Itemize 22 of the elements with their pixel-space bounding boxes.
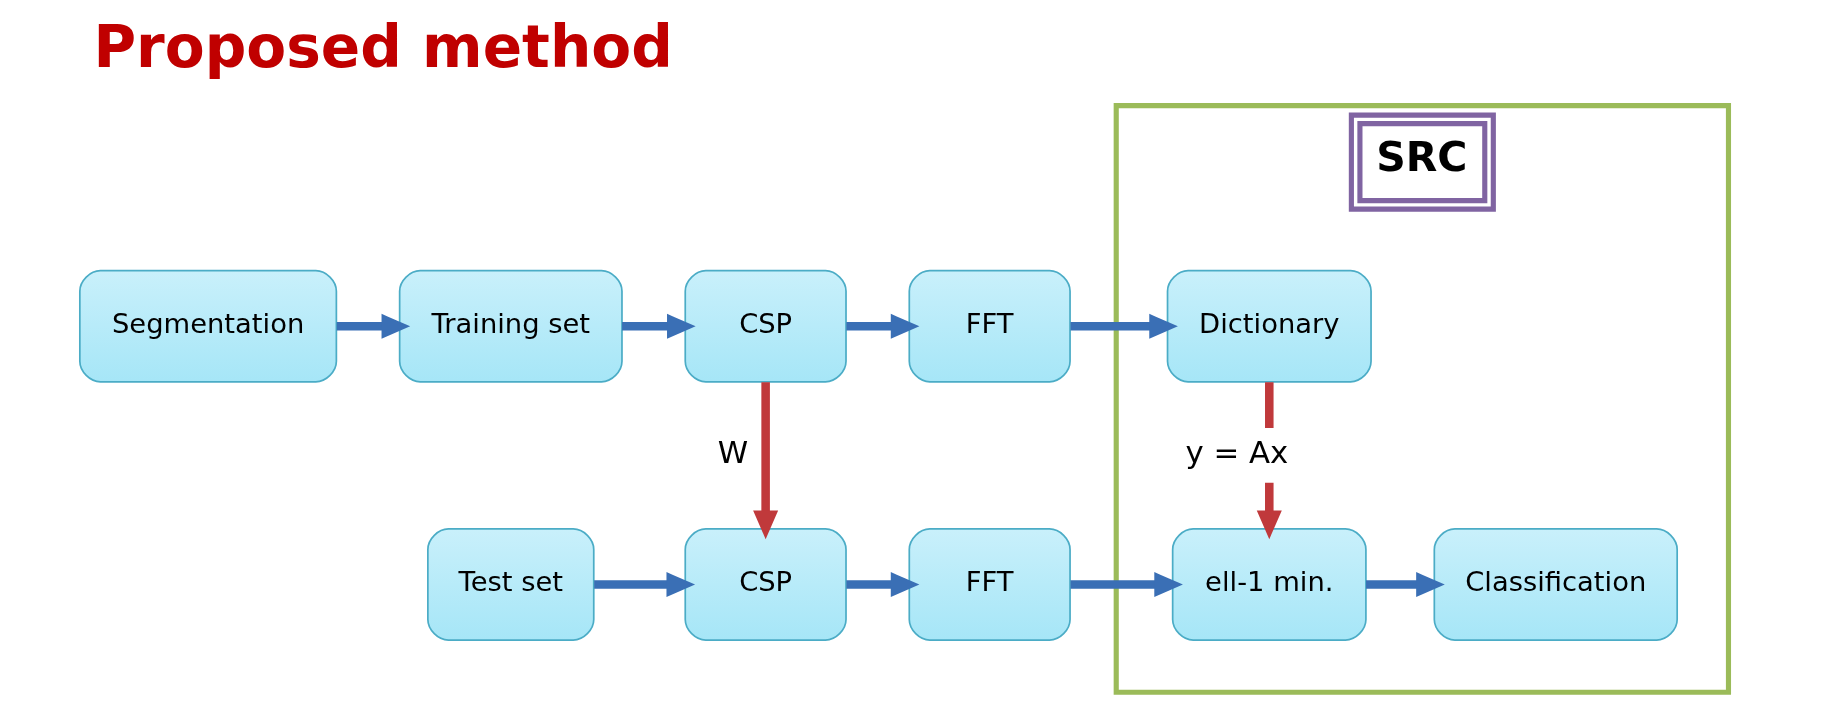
- node-box: CSP: [683, 528, 847, 641]
- node-box: FFT: [907, 269, 1071, 383]
- node-box: Training set: [398, 269, 623, 383]
- node-box: Test set: [426, 528, 595, 641]
- arrow: [845, 572, 919, 598]
- edge-label: y = Ax: [1184, 433, 1288, 470]
- node-box: CSP: [683, 269, 847, 383]
- arrow: [1070, 313, 1178, 339]
- node-box: FFT: [907, 528, 1071, 641]
- edge-label: W: [717, 433, 748, 470]
- node-box: Dictionary: [1166, 269, 1372, 383]
- arrow: [1070, 572, 1183, 598]
- arrow: [845, 313, 919, 339]
- diagram-title: Proposed method: [93, 12, 673, 81]
- arrow: [336, 313, 410, 339]
- node-box: Segmentation: [78, 269, 337, 383]
- arrow: [752, 382, 778, 540]
- node-box: Classification: [1432, 528, 1678, 641]
- arrow: [593, 572, 695, 598]
- arrow: [621, 313, 696, 339]
- node-box: ell-1 min.: [1171, 528, 1367, 641]
- arrow: [1365, 572, 1445, 598]
